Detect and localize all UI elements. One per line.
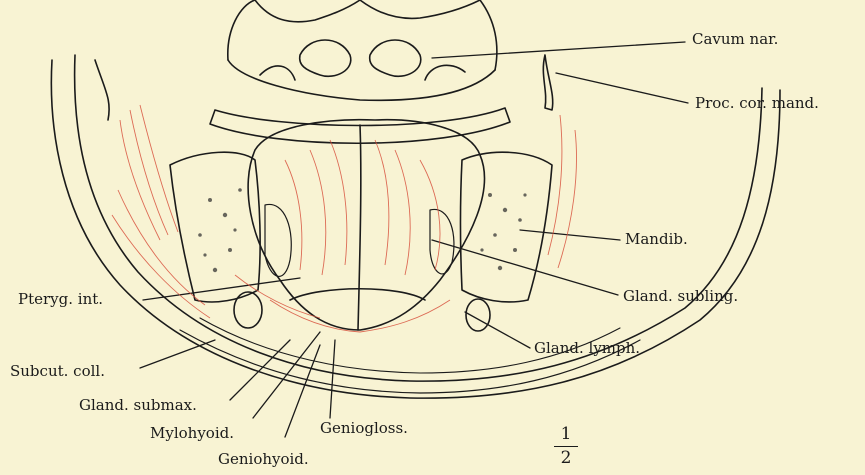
label-pteryg-int: Pteryg. int.	[18, 292, 103, 307]
label-cavum-nar: Cavum nar.	[692, 32, 778, 47]
coronoid-right	[543, 55, 552, 110]
scale-fraction: 1 2	[552, 426, 580, 467]
fraction-bar	[554, 446, 578, 447]
label-subcut-coll: Subcut. coll.	[10, 364, 105, 379]
label-gland-subling: Gland. subling.	[623, 289, 738, 304]
label-mylohyoid: Mylohyoid.	[150, 426, 234, 441]
mandible-left	[170, 152, 260, 302]
nasal-cavity	[228, 0, 497, 70]
label-gland-submax: Gland. submax.	[79, 398, 197, 413]
scale-denominator: 2	[561, 448, 572, 468]
tongue	[248, 120, 484, 330]
coronoid-left	[95, 60, 109, 120]
label-mandib: Mandib.	[625, 232, 688, 247]
scale-numerator: 1	[561, 424, 572, 444]
label-geniohyoid: Geniohyoid.	[218, 452, 309, 467]
label-gland-lymph: Gland. lymph.	[534, 341, 640, 356]
mandible-right	[461, 152, 553, 302]
label-proc-cor-mand: Proc. cor. mand.	[695, 96, 819, 111]
label-geniogloss: Geniogloss.	[320, 421, 408, 436]
